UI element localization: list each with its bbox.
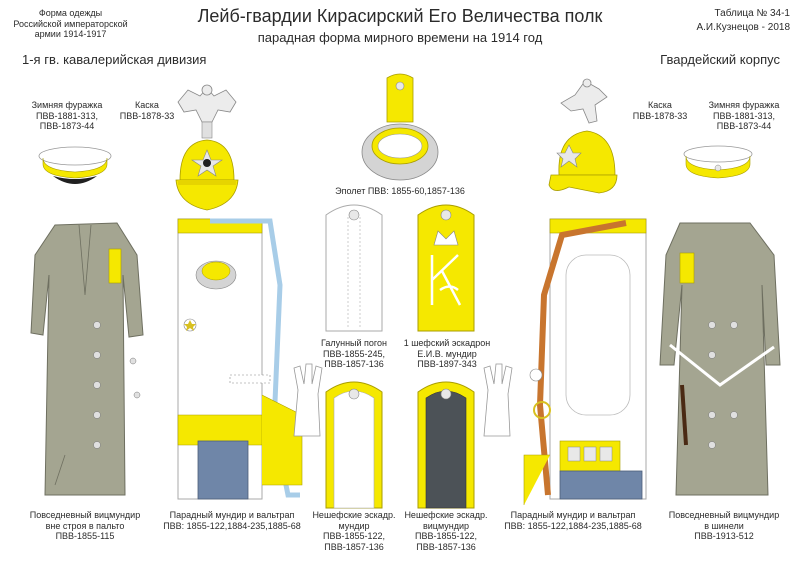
page-title: Лейб-гвардии Кирасирский Его Величества … bbox=[197, 6, 603, 26]
overcoat-left bbox=[30, 222, 144, 496]
parade-right-caption: Парадный мундир и вальтрап ПВВ: 1855-122… bbox=[504, 510, 642, 531]
nonchef-vice-strap bbox=[417, 381, 475, 509]
helmet-left-label: Каска ПВВ-1878-33 bbox=[119, 100, 175, 121]
nonchef-uniform-caption: Нешефские эскадр. мундир ПВВ-1855-122, П… bbox=[312, 510, 396, 552]
winter-cap-left bbox=[38, 146, 112, 184]
cap-right-label: Зимняя фуражка ПВВ-1881-313, ПВВ-1873-44 bbox=[708, 100, 780, 132]
chef-squadron-label: 1 шефский эскадрон Е.И.В. мундир ПВВ-189… bbox=[403, 338, 491, 370]
corps-label: Гвардейский корпус bbox=[660, 52, 780, 67]
double-headed-eagle-icon bbox=[177, 84, 237, 139]
helmet-left bbox=[175, 84, 239, 211]
page-subtitle: парадная форма мирного времени на 1914 г… bbox=[257, 30, 543, 45]
author-credit: А.И.Кузнецов - 2018 bbox=[696, 22, 790, 33]
glove-right bbox=[483, 363, 513, 437]
crown-icon bbox=[433, 230, 459, 246]
nonchef-vice-caption: Нешефские эскадр. вицмундир ПВВ-1855-122… bbox=[404, 510, 488, 552]
epaulette-label: Эполет ПВВ: 1855-60,1857-136 bbox=[335, 186, 465, 196]
greatcoat-right bbox=[659, 222, 781, 496]
parade-uniform-right bbox=[523, 218, 647, 505]
galloon-strap-label: Галунный погон ПВВ-1855-245, ПВВ-1857-13… bbox=[320, 338, 387, 370]
table-number: Таблица № 34-1 bbox=[714, 8, 790, 19]
division-label: 1-я гв. кавалерийская дивизия bbox=[22, 52, 207, 67]
star-emblem-icon bbox=[191, 149, 223, 177]
parade-left-caption: Парадный мундир и вальтрап ПВВ: 1855-122… bbox=[163, 510, 301, 531]
double-headed-eagle-icon bbox=[560, 78, 608, 124]
nonchef-uniform-strap bbox=[325, 381, 383, 509]
imperial-monogram-icon bbox=[430, 254, 462, 306]
glove-left bbox=[293, 363, 323, 437]
coat-right-caption: Повседневный вицмундир в шинели ПВВ-1913… bbox=[668, 510, 780, 542]
helmet-right bbox=[548, 78, 618, 194]
collection-note: Форма одежды Российской императорской ар… bbox=[13, 8, 128, 40]
chef-squadron-strap bbox=[417, 204, 475, 332]
epaulette bbox=[361, 73, 439, 181]
galloon-strap bbox=[325, 204, 383, 332]
winter-cap-right bbox=[683, 145, 753, 179]
cap-left-label: Зимняя фуражка ПВВ-1881-313, ПВВ-1873-44 bbox=[31, 100, 103, 132]
coat-left-caption: Повседневный вицмундир вне строя в пальт… bbox=[29, 510, 141, 542]
parade-uniform-left bbox=[177, 218, 303, 500]
helmet-right-label: Каска ПВВ-1878-33 bbox=[632, 100, 688, 121]
